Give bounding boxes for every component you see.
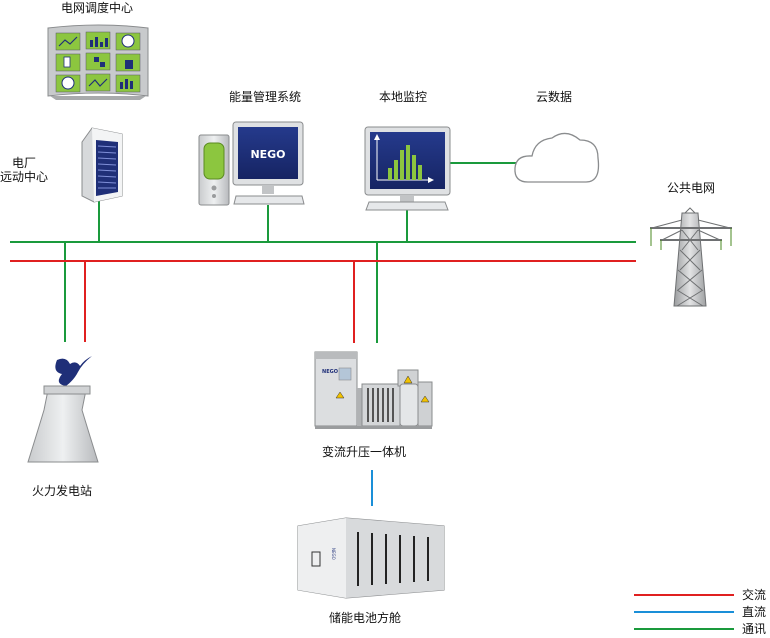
- legend: [634, 594, 734, 630]
- energy-management-computer-icon: NEGO: [198, 121, 305, 206]
- cabinet-brand: NEGO: [322, 369, 338, 375]
- converter-unit-icon: NEGO: [314, 351, 433, 429]
- cloud-icon: [514, 132, 600, 183]
- legend-ac-label: 交流: [742, 588, 767, 602]
- video-wall-icon: [47, 24, 149, 100]
- thermal-power-plant-icon: [27, 356, 99, 463]
- label-converter: 变流升压一体机: [322, 445, 407, 459]
- label-plant-control-line2: 远动中心: [0, 170, 49, 184]
- label-thermal-plant: 火力发电站: [32, 484, 93, 498]
- label-cloud-data: 云数据: [536, 90, 573, 104]
- label-dispatch-center: 电网调度中心: [61, 1, 134, 15]
- label-local-monitor: 本地监控: [379, 90, 428, 104]
- label-battery-cabin: 储能电池方舱: [329, 611, 402, 625]
- server-rack-icon: [81, 127, 123, 203]
- local-monitor-computer-icon: [364, 126, 451, 211]
- label-public-grid: 公共电网: [667, 181, 716, 195]
- label-energy-management: 能量管理系统: [229, 90, 302, 104]
- legend-comm-label: 通讯: [742, 622, 767, 636]
- legend-dc-label: 直流: [742, 605, 767, 619]
- svg-text:NEGO: NEGO: [331, 548, 336, 560]
- monitor-brand: NEGO: [250, 148, 285, 161]
- ac-bus: [10, 260, 636, 343]
- battery-cabin-icon: NEGO: [297, 517, 445, 599]
- comm-bus: [10, 162, 636, 343]
- label-plant-control-line1: 电厂: [12, 156, 37, 170]
- transmission-tower-icon: [650, 207, 732, 307]
